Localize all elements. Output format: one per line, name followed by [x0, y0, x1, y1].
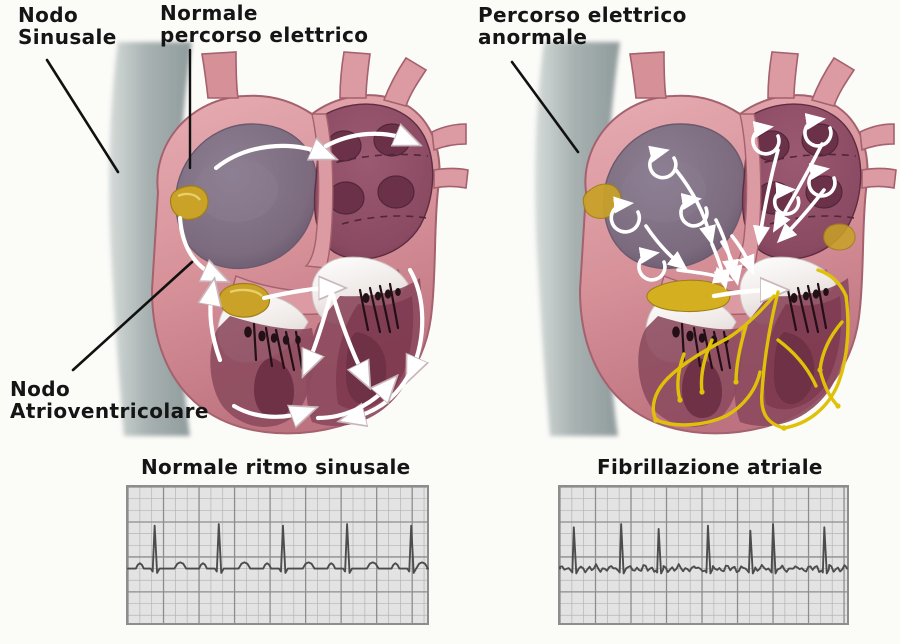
ecg-waveform	[559, 523, 848, 575]
ecg-strip-normal-sinus-rhythm	[126, 485, 429, 625]
ectopic-foci-gold	[582, 183, 856, 312]
chordae-nodules	[244, 288, 401, 345]
superior-vena-cava	[201, 51, 239, 99]
purkinje-network-yellow	[651, 268, 850, 430]
ecg-trace-normal	[127, 486, 429, 623]
label-abnormal-pathway: Percorso elettrico anormale	[478, 3, 687, 50]
label-av-node: Nodo Atrioventricolare	[10, 377, 209, 424]
heart-diagram-fibrillation	[535, 42, 897, 436]
ecg-waveform	[127, 523, 429, 574]
superior-vena-cava	[629, 51, 667, 99]
label-sinus-node: Nodo Sinusale	[18, 3, 117, 50]
aorta-branches	[767, 51, 897, 189]
ecg-gridlines	[559, 486, 847, 623]
normal-conduction-arrows	[177, 134, 422, 418]
ecg-title-normal: Normale ritmo sinusale	[141, 455, 411, 479]
ecg-trace-fibrillation	[559, 486, 848, 623]
aorta-branches	[339, 51, 469, 189]
av-node-marker	[218, 282, 271, 318]
purkinje-terminal-dots	[653, 367, 841, 431]
ecg-strip-atrial-fibrillation	[558, 485, 849, 625]
right-atrium-chamber	[175, 123, 318, 270]
sinus-node-marker	[169, 185, 209, 220]
chaotic-reentry-arrows	[609, 112, 837, 296]
ecg-title-fibrillation: Fibrillazione atriale	[597, 455, 823, 479]
ecg-gridlines	[127, 486, 427, 623]
heart-diagram-normal	[109, 42, 469, 436]
label-normal-pathway: Normale percorso elettrico	[160, 1, 369, 48]
